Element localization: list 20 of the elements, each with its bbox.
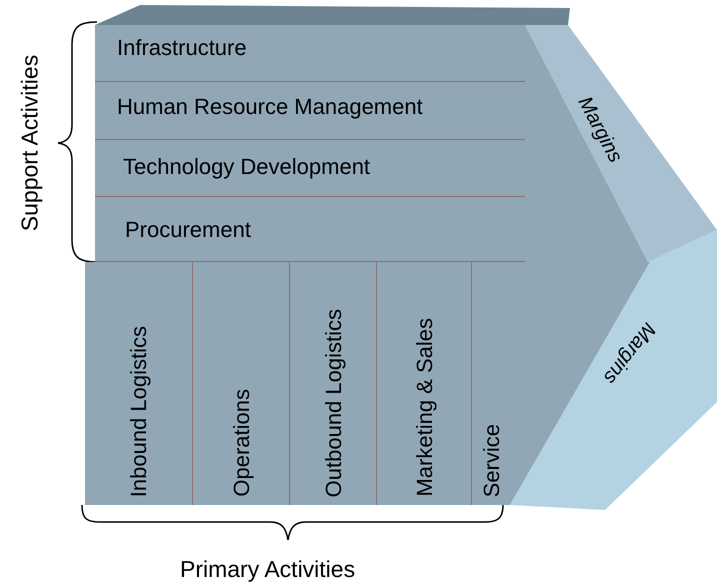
activity-label: Service <box>479 424 505 497</box>
group-label: Support Activities <box>16 54 44 232</box>
activity-label: Human Resource Management <box>117 94 423 120</box>
primary-activity-column <box>85 262 193 505</box>
primary-activity-column <box>290 262 377 505</box>
activity-label: Outbound Logistics <box>321 308 347 497</box>
activity-label: Technology Development <box>123 154 370 180</box>
activity-label: Marketing & Sales <box>412 318 438 497</box>
primary-activity-column <box>377 262 472 505</box>
group-label: Primary Activities <box>180 556 356 583</box>
activity-label: Infrastructure <box>117 35 247 61</box>
support-activity-band <box>95 197 525 262</box>
activity-label: Operations <box>229 389 255 497</box>
activity-label: Inbound Logistics <box>126 326 152 497</box>
support-activity-band <box>95 25 525 82</box>
support-activity-band <box>95 82 525 140</box>
primary-activity-column <box>193 262 290 505</box>
support-activity-band <box>95 140 525 197</box>
primary-activity-column <box>472 262 510 505</box>
activity-label: Procurement <box>125 217 251 243</box>
